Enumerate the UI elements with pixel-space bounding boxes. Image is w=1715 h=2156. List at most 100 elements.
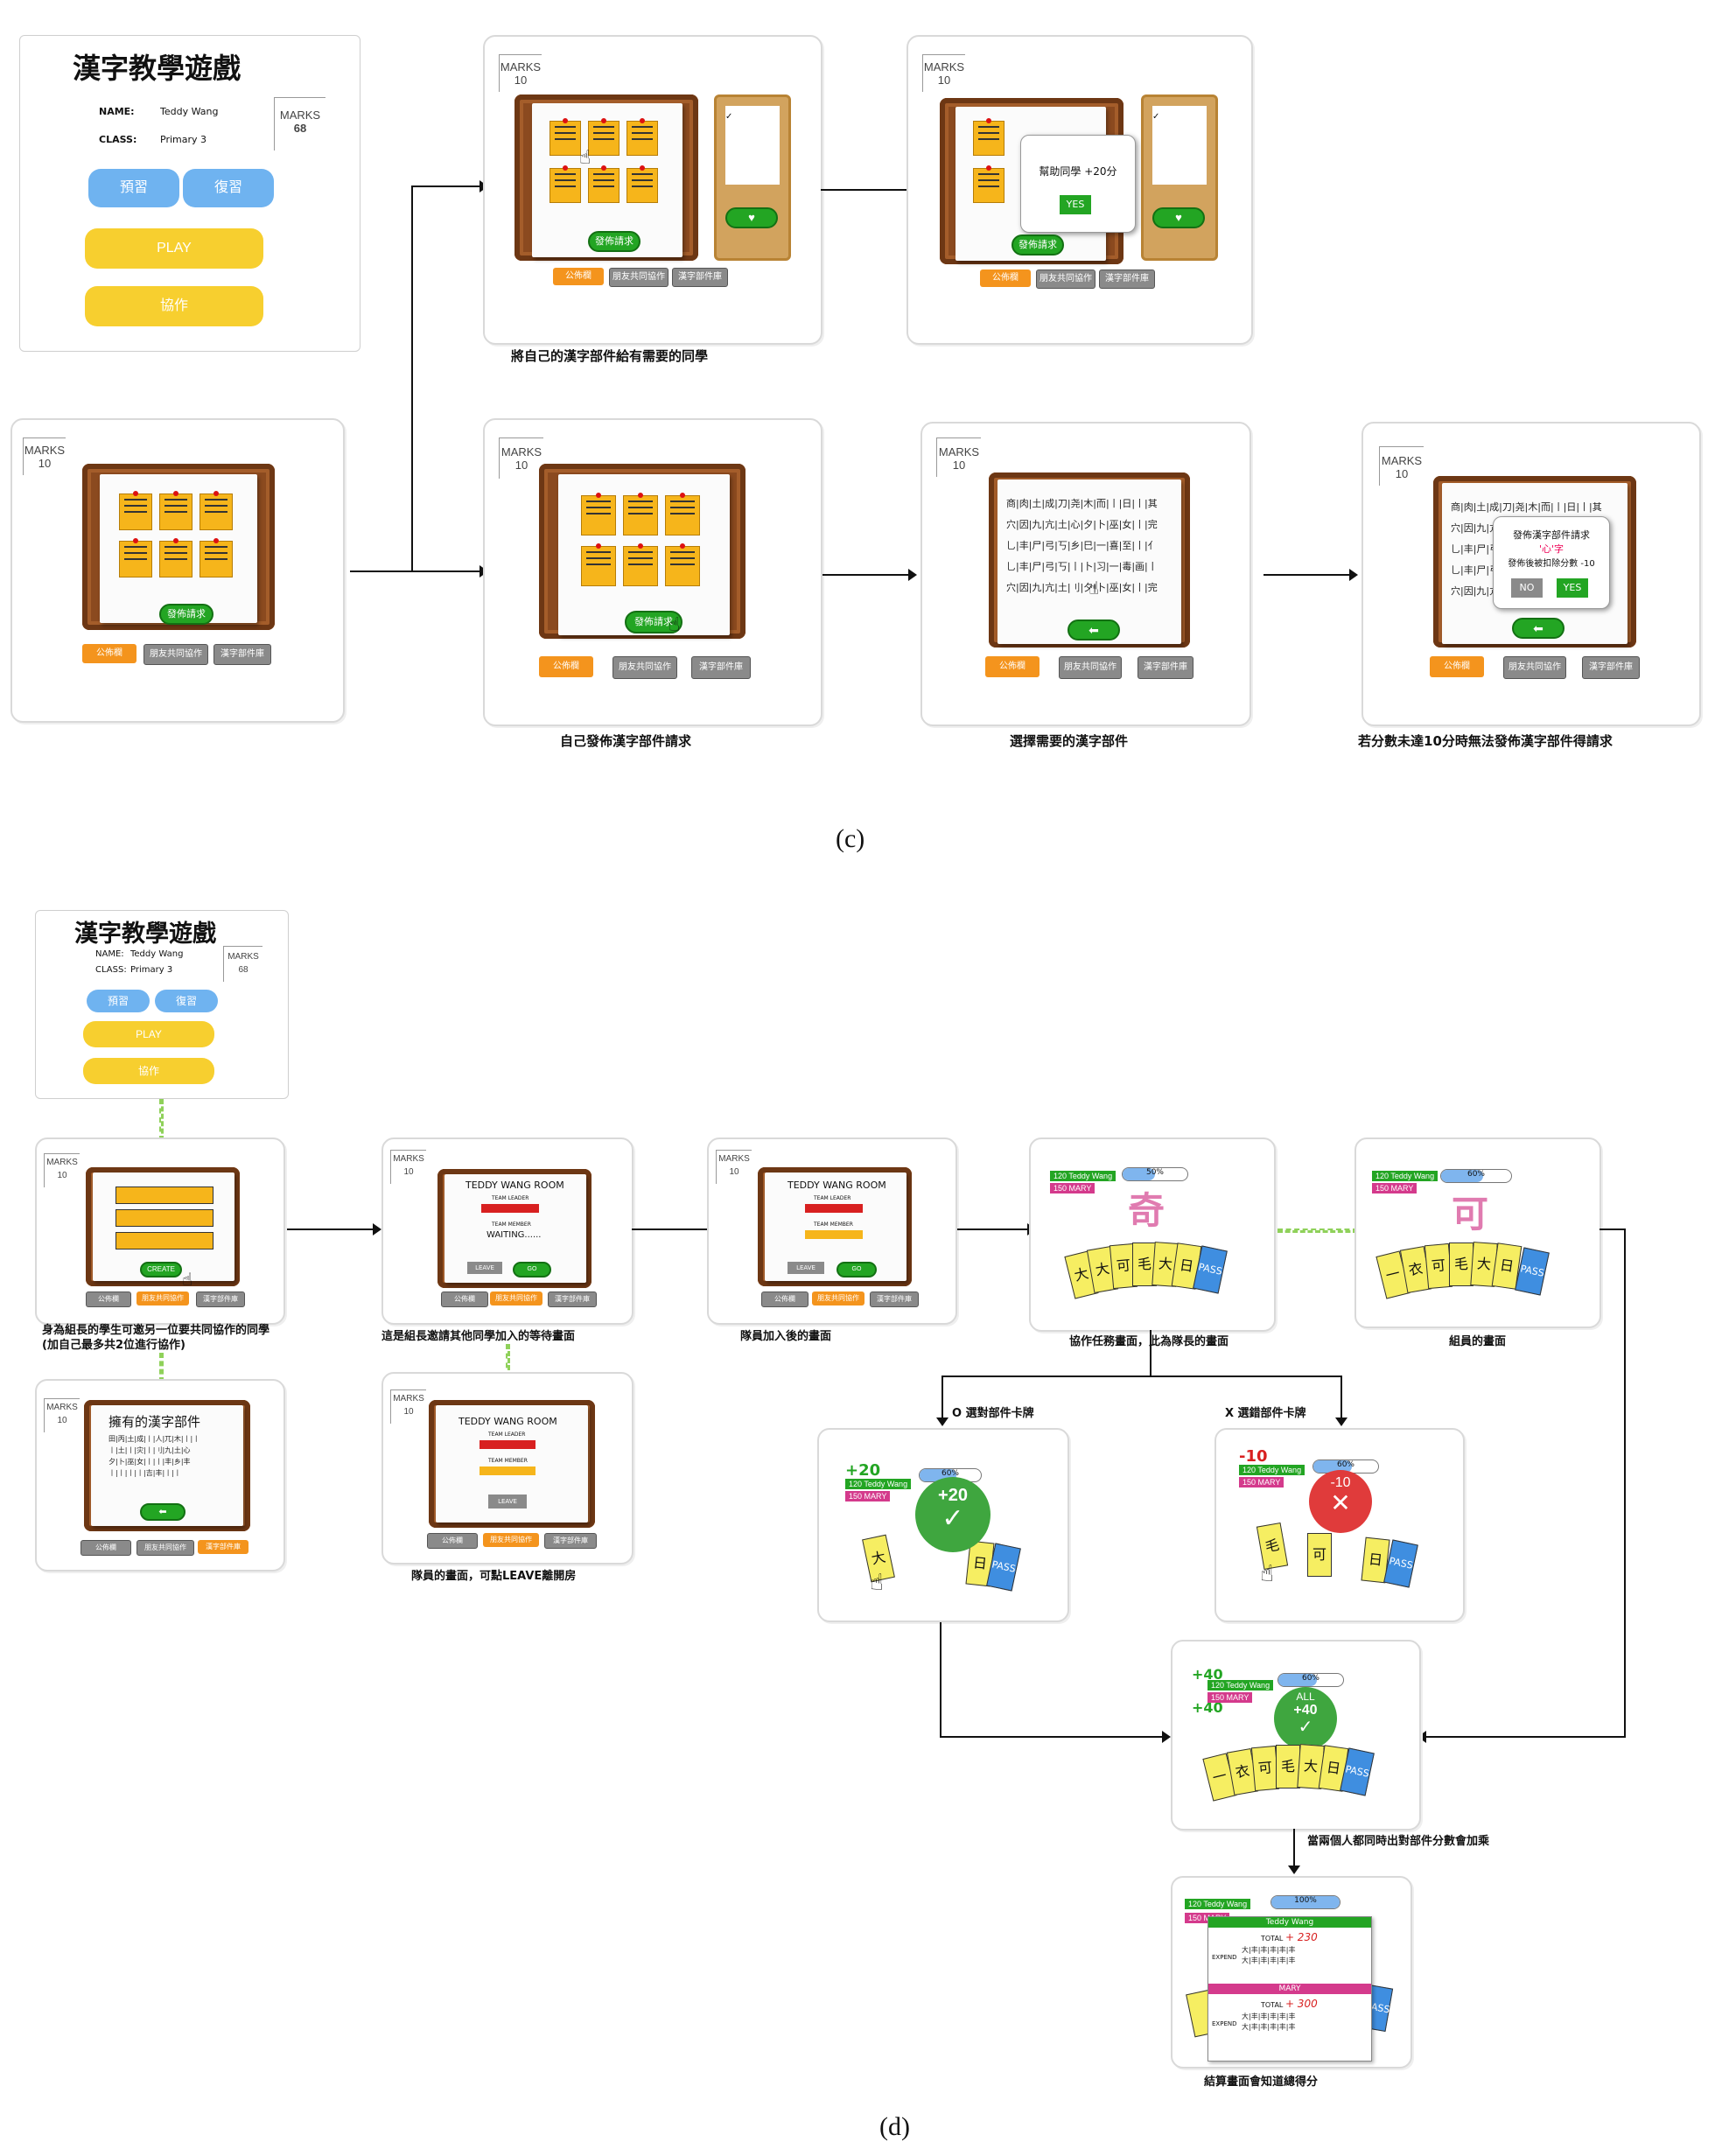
request-note[interactable] bbox=[119, 538, 152, 578]
tab-coop[interactable]: 朋友共同協作 bbox=[490, 1292, 542, 1306]
coop-button[interactable]: 協作 bbox=[85, 286, 263, 326]
marks-label: MARKS bbox=[923, 60, 965, 74]
tab-bulletin[interactable]: 公佈欄 bbox=[553, 268, 604, 285]
marks-value: 10 bbox=[1395, 467, 1409, 480]
play-button[interactable]: PLAY bbox=[83, 1021, 214, 1047]
request-note[interactable] bbox=[550, 165, 581, 203]
tab-bulletin[interactable]: 公佈欄 bbox=[980, 270, 1031, 287]
post-request-button[interactable]: 發佈請求 bbox=[1012, 234, 1064, 256]
coop-button[interactable]: 協作 bbox=[83, 1058, 214, 1084]
all-correct-badge: ALL +40 ✓ bbox=[1274, 1687, 1337, 1750]
tab-coop[interactable]: 朋友共同協作 bbox=[483, 1533, 539, 1547]
back-arrow-button[interactable]: ⬅ bbox=[1068, 620, 1120, 640]
request-note[interactable] bbox=[550, 118, 581, 156]
yes-button[interactable]: YES bbox=[1557, 578, 1588, 598]
tab-coop[interactable]: 朋友共同協作 bbox=[612, 656, 677, 679]
request-note[interactable] bbox=[200, 491, 233, 530]
request-note[interactable] bbox=[665, 543, 700, 586]
tab-coop[interactable]: 朋友共同協作 bbox=[136, 1540, 194, 1556]
menu-bar[interactable] bbox=[116, 1186, 214, 1204]
player1-score-tag: 120 Teddy Wang bbox=[1208, 1680, 1274, 1690]
post-request-button[interactable]: 發佈請求 bbox=[159, 604, 214, 625]
request-note[interactable] bbox=[973, 165, 1004, 203]
tab-coop[interactable]: 朋友共同協作 bbox=[609, 268, 668, 287]
no-button[interactable]: NO bbox=[1511, 578, 1543, 598]
tab-bulletin[interactable]: 公佈欄 bbox=[86, 1292, 131, 1307]
tab-library[interactable]: 漢字部件庫 bbox=[1099, 270, 1155, 289]
request-note[interactable] bbox=[588, 118, 620, 156]
tab-bulletin[interactable]: 公佈欄 bbox=[985, 656, 1040, 677]
component-card[interactable]: 可 bbox=[1307, 1533, 1332, 1577]
joined-panel: MARKS 10 TEDDY WANG ROOM TEAM LEADER TEA… bbox=[707, 1138, 957, 1325]
request-note[interactable] bbox=[665, 493, 700, 536]
tab-coop[interactable]: 朋友共同協作 bbox=[1059, 656, 1122, 679]
tab-coop[interactable]: 朋友共同協作 bbox=[144, 644, 208, 665]
leave-button[interactable]: LEAVE bbox=[467, 1262, 502, 1274]
request-note[interactable] bbox=[588, 165, 620, 203]
tab-coop[interactable]: 朋友共同協作 bbox=[136, 1292, 189, 1306]
leave-button[interactable]: LEAVE bbox=[788, 1262, 824, 1274]
tab-bulletin[interactable]: 公佈欄 bbox=[539, 656, 593, 677]
go-button[interactable]: GO bbox=[513, 1262, 551, 1278]
review-button[interactable]: 復習 bbox=[155, 990, 218, 1012]
create-button[interactable]: CREATE bbox=[140, 1262, 182, 1278]
go-button[interactable]: GO bbox=[836, 1262, 877, 1278]
request-note[interactable] bbox=[581, 543, 616, 586]
progress-label: 50% bbox=[1145, 1168, 1164, 1177]
post-request-button[interactable]: 發佈請求 bbox=[625, 611, 682, 634]
request-note[interactable] bbox=[159, 538, 192, 578]
hand-cursor-icon: ☝ bbox=[1088, 578, 1100, 598]
menu-bar[interactable] bbox=[116, 1232, 214, 1250]
tab-library[interactable]: 漢字部件庫 bbox=[544, 1533, 597, 1549]
give-popup: 幫助同學 +20分 YES bbox=[1020, 135, 1136, 233]
request-note[interactable] bbox=[626, 118, 658, 156]
yes-button[interactable]: YES bbox=[1060, 195, 1091, 214]
tab-bulletin[interactable]: 公佈欄 bbox=[82, 644, 136, 663]
request-note[interactable] bbox=[623, 493, 658, 536]
tab-library[interactable]: 漢字部件庫 bbox=[672, 268, 728, 287]
leave-button[interactable]: LEAVE bbox=[488, 1494, 527, 1508]
give-heart-button[interactable]: ♥ bbox=[725, 207, 778, 228]
back-arrow-button[interactable]: ⬅ bbox=[1512, 618, 1564, 639]
tab-coop[interactable]: 朋友共同協作 bbox=[1503, 656, 1566, 679]
tab-library[interactable]: 漢字部件庫 bbox=[196, 1292, 245, 1307]
request-note[interactable] bbox=[119, 491, 152, 530]
review-button[interactable]: 復習 bbox=[183, 169, 274, 207]
tab-library[interactable]: 漢字部件庫 bbox=[1582, 656, 1640, 679]
request-note[interactable] bbox=[973, 118, 1004, 156]
tab-library[interactable]: 漢字部件庫 bbox=[198, 1540, 248, 1554]
progress-label: 60% bbox=[1466, 1170, 1485, 1179]
tab-library[interactable]: 漢字部件庫 bbox=[691, 656, 751, 679]
progress-fill bbox=[1271, 1896, 1340, 1908]
component-grid[interactable]: 商|肉|土|成|刀|尧|木|而|丨|日|丨|其 穴|因|九|亢|土|心|夕|卜|… bbox=[1006, 498, 1158, 593]
give-heart-button[interactable]: ♥ bbox=[1152, 207, 1205, 228]
request-note[interactable] bbox=[581, 493, 616, 536]
tab-bulletin[interactable]: 公佈欄 bbox=[80, 1540, 131, 1556]
request-note[interactable] bbox=[159, 491, 192, 530]
tab-bulletin[interactable]: 公佈欄 bbox=[761, 1292, 808, 1307]
play-button[interactable]: PLAY bbox=[85, 228, 263, 269]
player1-score: 120 bbox=[1054, 1172, 1068, 1180]
tab-library[interactable]: 漢字部件庫 bbox=[214, 644, 271, 665]
caption-both-correct: 當兩個人都同時出對部件分數會加乘 bbox=[1307, 1835, 1490, 1848]
tab-library[interactable]: 漢字部件庫 bbox=[1138, 656, 1194, 679]
marks-value: 10 bbox=[729, 1167, 739, 1177]
request-note[interactable] bbox=[623, 543, 658, 586]
owned-component-grid[interactable]: 田|丙|土|成|丨|人|兀|木|丨|丨 丨|土|丨|灾|丨|刂|九|土|心 夕|… bbox=[108, 1435, 200, 1477]
request-note[interactable] bbox=[626, 165, 658, 203]
menu-bar[interactable] bbox=[116, 1209, 214, 1227]
hand-cursor-icon: ☝ bbox=[182, 1269, 193, 1290]
player2-score-tag: 150 MARY bbox=[1208, 1692, 1253, 1703]
tab-coop[interactable]: 朋友共同協作 bbox=[812, 1292, 864, 1306]
tab-bulletin[interactable]: 公佈欄 bbox=[441, 1292, 488, 1307]
tab-library[interactable]: 漢字部件庫 bbox=[548, 1292, 597, 1307]
preview-button[interactable]: 預習 bbox=[87, 990, 150, 1012]
tab-bulletin[interactable]: 公佈欄 bbox=[427, 1533, 478, 1549]
tab-bulletin[interactable]: 公佈欄 bbox=[1430, 656, 1484, 677]
preview-button[interactable]: 預習 bbox=[88, 169, 179, 207]
tab-library[interactable]: 漢字部件庫 bbox=[870, 1292, 919, 1307]
post-request-button[interactable]: 發佈請求 bbox=[588, 231, 640, 252]
request-note[interactable] bbox=[200, 538, 233, 578]
tab-coop[interactable]: 朋友共同協作 bbox=[1036, 270, 1096, 289]
back-arrow-button[interactable]: ⬅ bbox=[140, 1503, 186, 1521]
